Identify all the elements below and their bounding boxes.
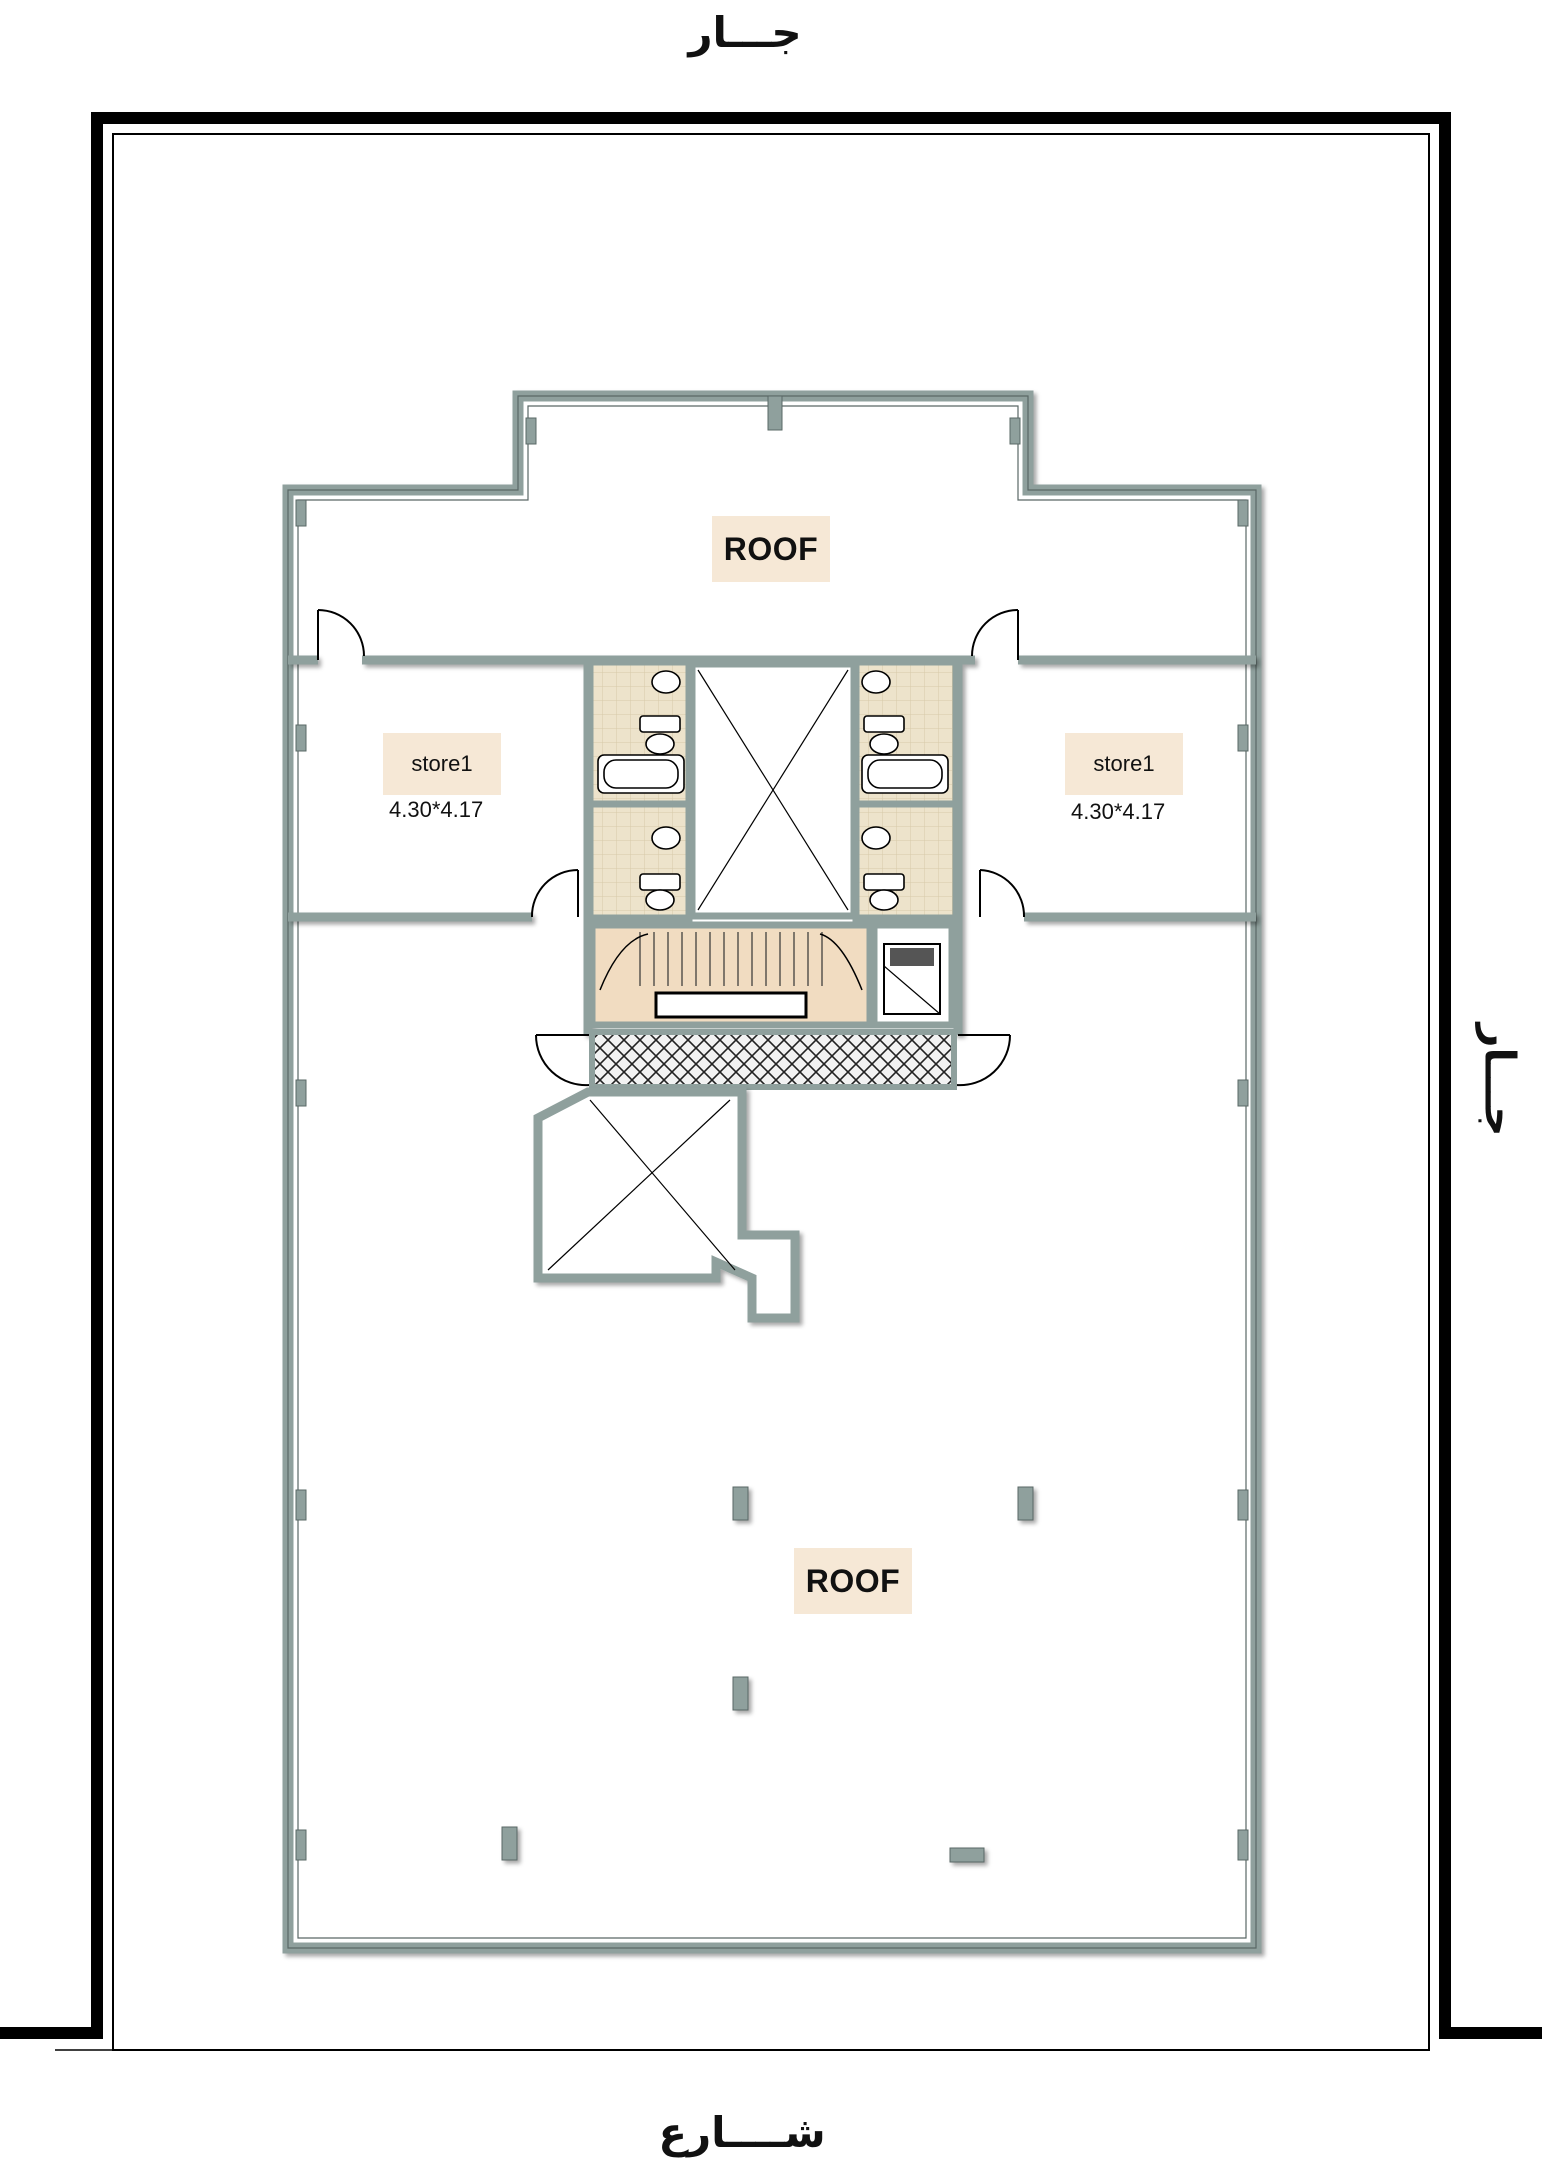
- wall-pilasters: [295, 395, 1249, 1861]
- roof-label-top: ROOF: [712, 516, 830, 582]
- store-name-right: store1: [1065, 733, 1183, 795]
- street-label-bottom: شــــارع: [658, 2108, 826, 2157]
- elevator: [870, 921, 956, 1029]
- bathrooms: [586, 658, 960, 922]
- columns: [501, 1486, 1034, 1863]
- roof-label-bottom: ROOF: [794, 1548, 912, 1614]
- light-shaft: [688, 660, 858, 920]
- store-name-left: store1: [383, 733, 501, 795]
- doors: [317, 609, 1026, 1087]
- plot-boundary: [0, 112, 1542, 2051]
- street-label-top: جـــار: [688, 8, 802, 57]
- landing-mesh: [589, 1029, 957, 1090]
- staircase: [588, 921, 874, 1029]
- lower-shaft: [533, 1087, 800, 1323]
- street-label-right: جـــار: [1475, 1023, 1525, 1137]
- store-size-left: 4.30*4.17: [389, 797, 484, 822]
- building-walls: [282, 390, 1262, 1954]
- store-size-right: 4.30*4.17: [1071, 799, 1166, 824]
